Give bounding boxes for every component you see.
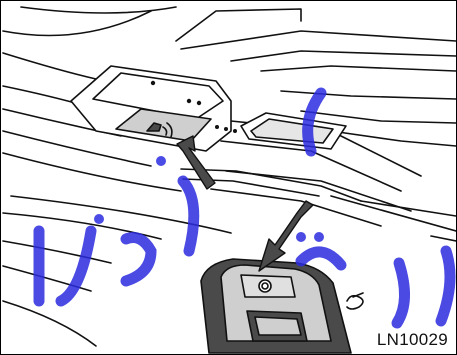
key-scribble	[347, 293, 363, 309]
figure-code: LN10029	[375, 330, 450, 350]
remote-transmitter	[201, 259, 351, 353]
